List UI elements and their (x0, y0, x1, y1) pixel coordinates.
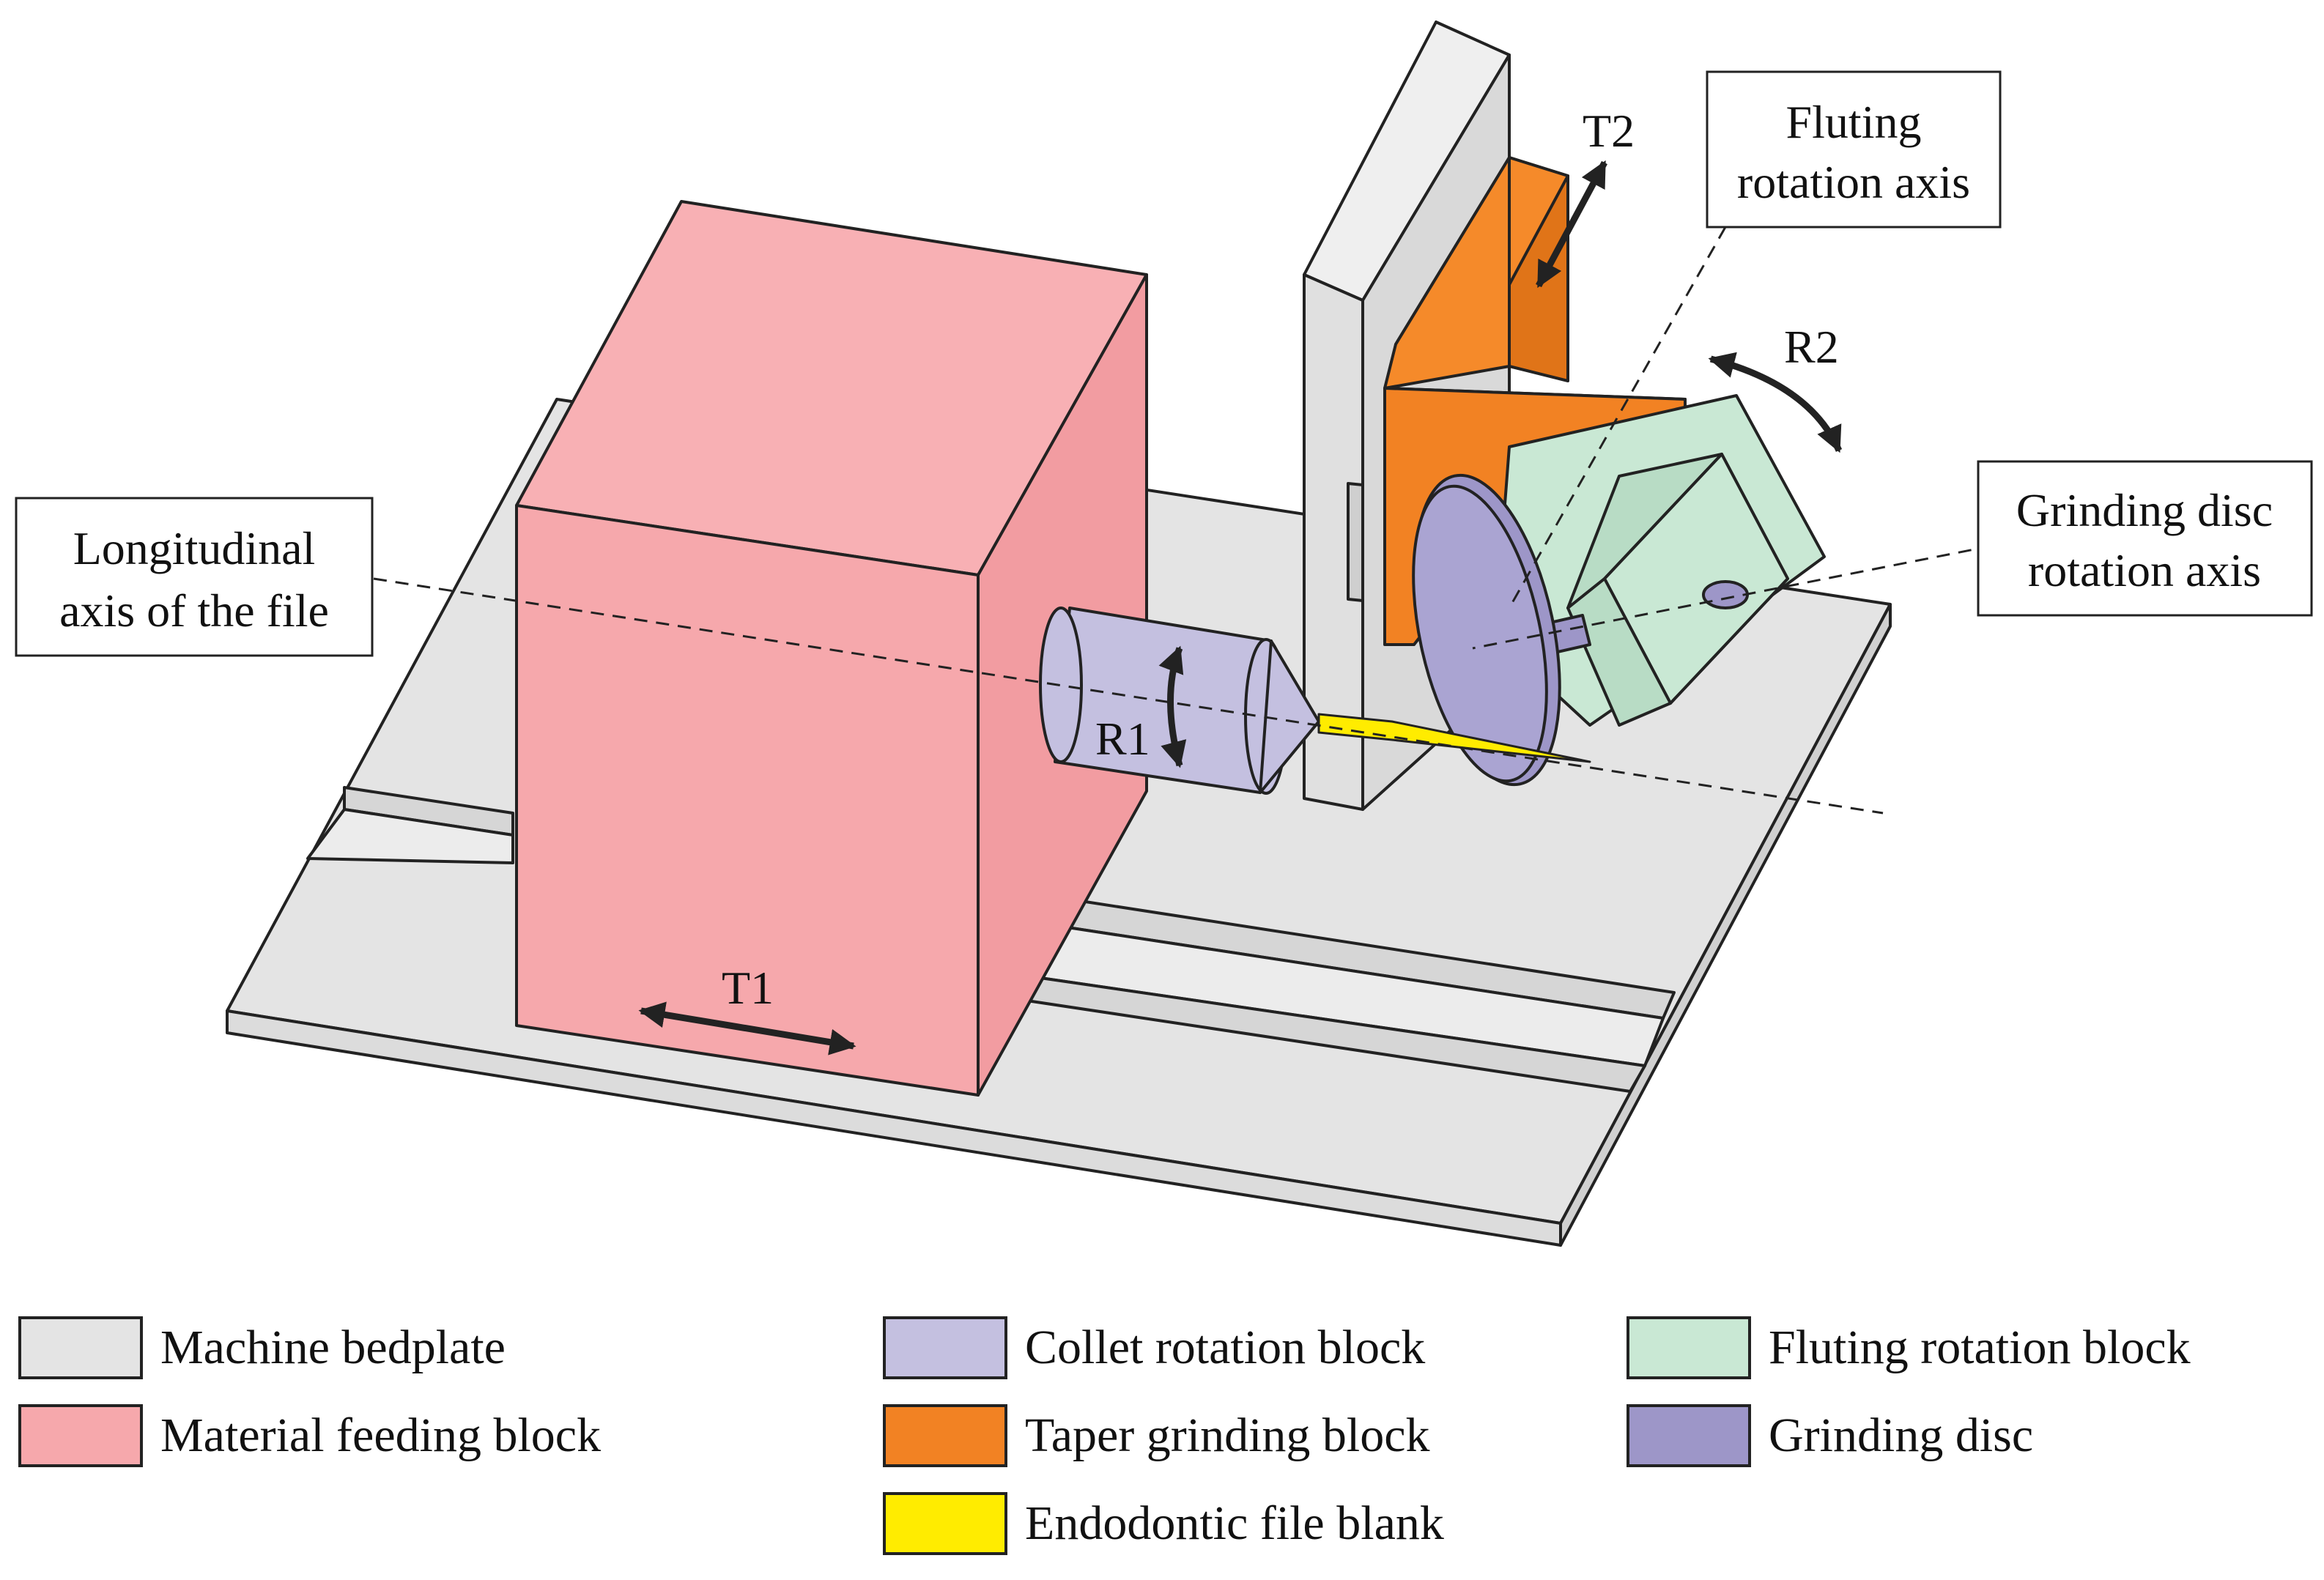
fluting-axis-callout: Fluting rotation axis (1706, 70, 2002, 229)
legend-item-blank: Endodontic file blank (883, 1487, 1444, 1560)
grinding-callout-line2: rotation axis (2028, 544, 2261, 596)
r2-label: R2 (1784, 321, 1839, 373)
grinding-disc-axis-line (1472, 544, 1994, 650)
fluting-callout-line2: rotation axis (1737, 156, 1970, 208)
longitudinal-callout-line1: Longitudinal (73, 522, 316, 574)
t2-label: T2 (1583, 105, 1635, 157)
r1-label: R1 (1095, 713, 1150, 765)
longitudinal-axis-callout: Longitudinal axis of the file (15, 497, 374, 657)
legend-item-collet: Collet rotation block (883, 1311, 1425, 1384)
material-feeding-block (515, 200, 1148, 1097)
fluting-axis-line (1508, 226, 1727, 609)
legend-label-collet: Collet rotation block (1025, 1321, 1426, 1374)
legend-label-blank: Endodontic file blank (1025, 1496, 1444, 1550)
r2-arrow (1708, 352, 1843, 453)
legend-label-feeding: Material feeding block (160, 1409, 602, 1462)
axis-lines (373, 226, 1994, 815)
longitudinal-callout-line2: axis of the file (59, 585, 329, 637)
legend-swatch-taper (883, 1404, 1007, 1467)
grinding-axis-callout: Grinding disc rotation axis (1977, 460, 2313, 617)
legend-label-disc: Grinding disc (1769, 1409, 2034, 1462)
fluting-callout-line1: Fluting (1786, 96, 1922, 148)
legend-item-feeding: Material feeding block (18, 1399, 601, 1472)
t1-arrow (638, 1001, 856, 1056)
r1-arrow (1158, 645, 1187, 768)
grinding-callout-line1: Grinding disc (2016, 484, 2273, 536)
legend-item-taper: Taper grinding block (883, 1399, 1430, 1472)
longitudinal-axis-line (373, 577, 1884, 815)
legend: Machine bedplate Material feeding block … (0, 1311, 2324, 1580)
t1-label: T1 (722, 962, 774, 1014)
legend-swatch-feeding (18, 1404, 143, 1467)
legend-swatch-blank (883, 1492, 1007, 1555)
legend-label-bedplate: Machine bedplate (160, 1321, 506, 1374)
endodontic-file-blank (1317, 713, 1591, 763)
legend-item-bedplate: Machine bedplate (18, 1311, 506, 1384)
legend-swatch-disc (1627, 1404, 1751, 1467)
legend-label-taper: Taper grinding block (1025, 1409, 1430, 1462)
legend-label-fluting: Fluting rotation block (1769, 1321, 2191, 1374)
legend-item-fluting: Fluting rotation block (1627, 1311, 2191, 1384)
grinding-disc (1412, 473, 1561, 787)
legend-item-disc: Grinding disc (1627, 1399, 2033, 1472)
motion-arrows (638, 160, 1843, 1056)
legend-swatch-collet (883, 1316, 1007, 1379)
legend-swatch-bedplate (18, 1316, 143, 1379)
t2-arrow (1536, 160, 1607, 289)
legend-swatch-fluting (1627, 1316, 1751, 1379)
